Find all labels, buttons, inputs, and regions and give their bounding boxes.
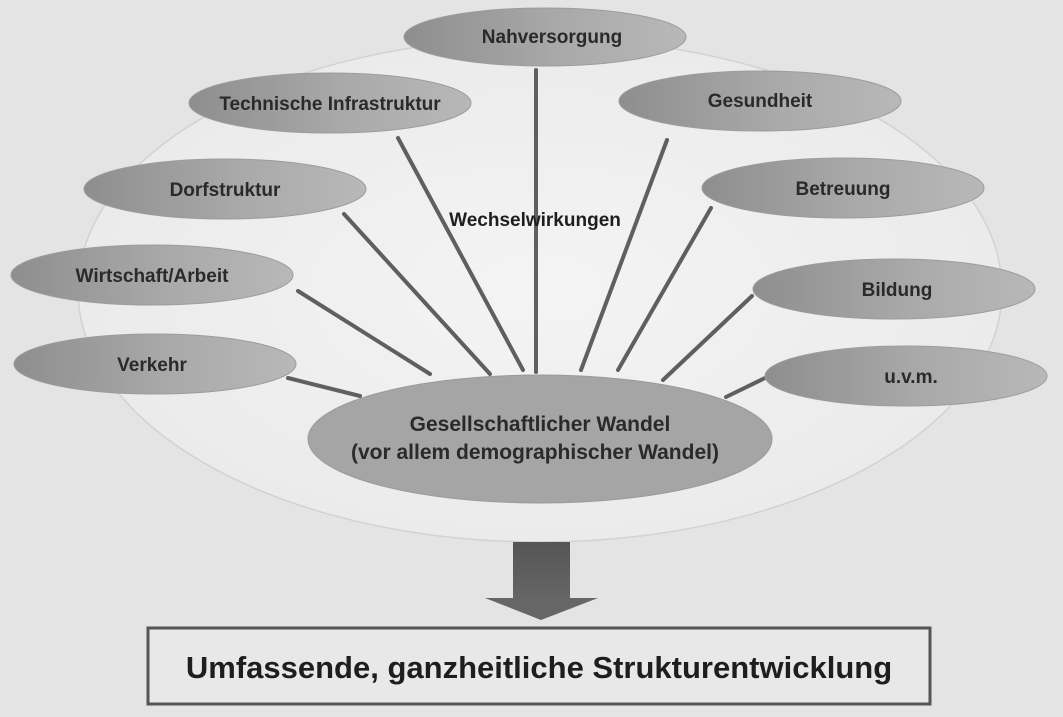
- topic-node-dorfstruktur: Dorfstruktur: [83, 158, 367, 220]
- connector-gesundheit: [579, 138, 669, 372]
- topic-label-nahversorgung: Nahversorgung: [482, 27, 622, 48]
- connector-bildung: [661, 294, 754, 382]
- center-label-line2: (vor allem demographischer Wandel): [351, 441, 719, 464]
- topic-label-technische-infrastruktur: Technische Infrastruktur: [219, 94, 441, 115]
- result-label: Umfassende, ganzheitliche Strukturentwic…: [186, 650, 892, 685]
- down-arrow-icon: [485, 542, 598, 620]
- topic-label-dorfstruktur: Dorfstruktur: [170, 180, 281, 201]
- topic-node-gesundheit: Gesundheit: [618, 70, 902, 132]
- center-node: Gesellschaftlicher Wandel (vor allem dem…: [307, 374, 773, 504]
- topic-label-bildung: Bildung: [862, 280, 933, 301]
- topic-node-betreuung: Betreuung: [701, 157, 985, 219]
- topic-label-wirtschaft-arbeit: Wirtschaft/Arbeit: [76, 266, 230, 287]
- interaction-label: Wechselwirkungen: [449, 210, 621, 231]
- connector-wirtschaft-arbeit: [296, 289, 432, 376]
- topic-label-uvm: u.v.m.: [884, 367, 938, 388]
- connector-lines: [286, 68, 767, 399]
- topic-label-verkehr: Verkehr: [117, 355, 187, 376]
- connector-technische-infrastruktur: [396, 136, 525, 372]
- connector-verkehr: [286, 376, 362, 398]
- topic-label-gesundheit: Gesundheit: [708, 91, 813, 112]
- topic-node-nahversorgung: Nahversorgung: [403, 7, 687, 67]
- connector-dorfstruktur: [342, 212, 492, 376]
- topic-node-bildung: Bildung: [752, 258, 1036, 320]
- topic-node-technische-infrastruktur: Technische Infrastruktur: [188, 72, 472, 134]
- connector-uvm: [724, 376, 767, 399]
- topic-label-betreuung: Betreuung: [796, 179, 891, 200]
- topic-node-wirtschaft-arbeit: Wirtschaft/Arbeit: [10, 244, 294, 306]
- topic-node-verkehr: Verkehr: [13, 333, 297, 395]
- center-label-line1: Gesellschaftlicher Wandel: [410, 413, 671, 436]
- connector-betreuung: [616, 206, 713, 372]
- topic-node-uvm: u.v.m.: [764, 345, 1048, 407]
- result-box: Umfassende, ganzheitliche Strukturentwic…: [146, 626, 932, 706]
